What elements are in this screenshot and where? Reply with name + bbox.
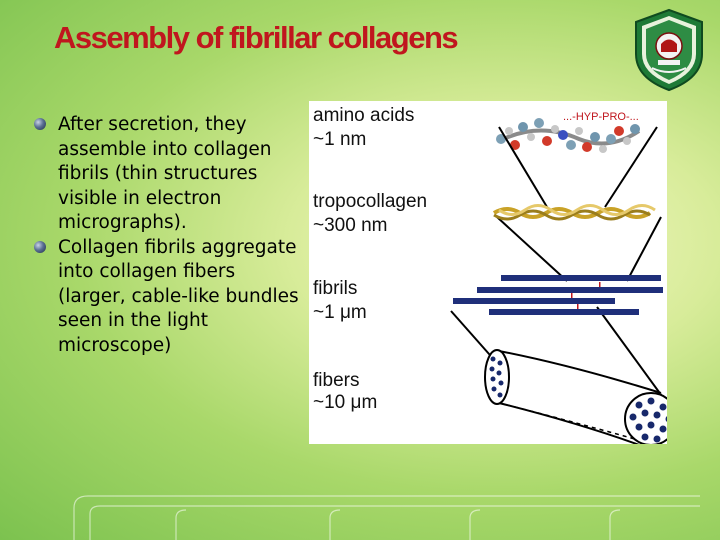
bullet-list: After secretion, they assemble into coll…: [34, 113, 304, 358]
slide-footer-decoration: [73, 495, 700, 540]
level-size-tropocollagen: ~300 nm: [313, 215, 387, 236]
collagen-assembly-diagram: amino acids ~1 nm tropocollagen ~300 nm …: [309, 101, 667, 444]
level-size-fibers: ~10 μm: [313, 392, 377, 413]
zoom-lines: [450, 126, 667, 404]
bullet-text: Collagen fibrils aggregate into collagen…: [58, 236, 299, 356]
tropocollagen-helix: [492, 204, 656, 221]
bullet-icon: [34, 240, 46, 253]
level-label-tropocollagen: tropocollagen: [313, 191, 427, 212]
level-label-fibers: fibers: [313, 370, 359, 391]
sequence-label: ...-HYP-PRO-...: [563, 111, 639, 123]
fiber-cable: [484, 349, 667, 444]
level-size-amino-acids: ~1 nm: [313, 129, 366, 150]
bullet-item: Collagen fibrils aggregate into collagen…: [34, 236, 304, 359]
level-label-fibrils: fibrils: [313, 278, 357, 299]
fibrils-bars: [453, 275, 663, 315]
level-label-amino-acids: amino acids: [313, 105, 414, 126]
university-seal-icon: [635, 8, 703, 92]
bullet-icon: [34, 118, 46, 130]
amino-acid-chain: [496, 118, 641, 153]
slide-title: Assembly of fibrillar collagens: [54, 20, 459, 55]
fibril-marks: [571, 282, 601, 309]
bullet-item: After secretion, they assemble into coll…: [34, 113, 304, 236]
level-size-fibrils: ~1 μm: [313, 302, 367, 323]
bullet-text: After secretion, they assemble into coll…: [58, 114, 272, 233]
